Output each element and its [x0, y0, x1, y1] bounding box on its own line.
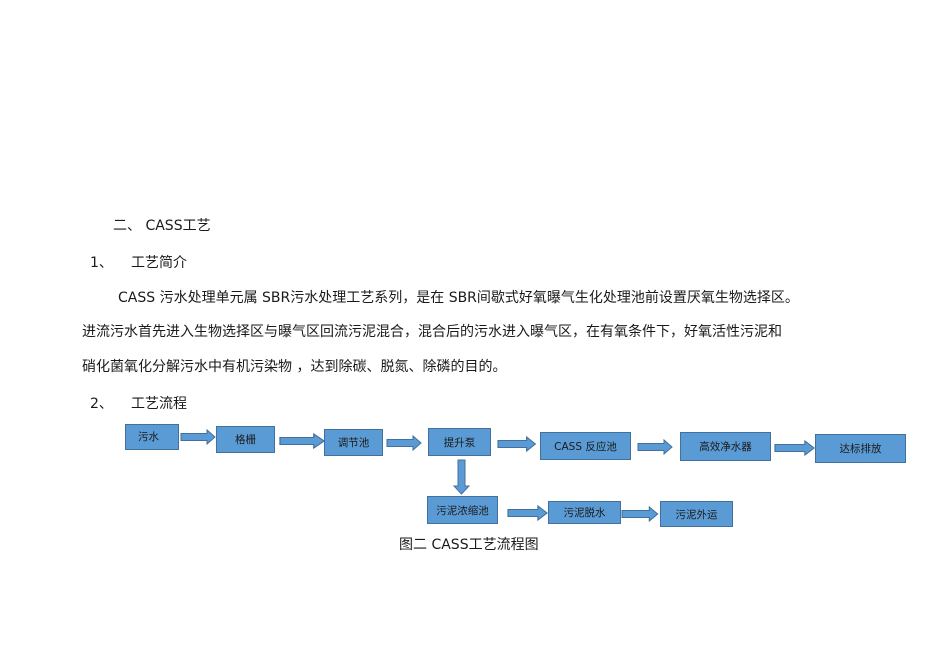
- node-label: 格栅: [235, 434, 256, 446]
- arrow-down-icon: [452, 459, 471, 495]
- paragraph-line-1: CASS 污水处理单元属 SBR污水处理工艺系列，是在 SBR间歇式好氧曝气生化…: [118, 290, 799, 306]
- figure-caption: 图二 CASS工艺流程图: [399, 537, 539, 553]
- node-label: 污泥浓缩池: [436, 504, 489, 517]
- node-label: 污泥脱水: [563, 507, 606, 519]
- section-heading: 二、 CASS工艺: [113, 218, 211, 234]
- arrow-right-icon: [279, 433, 325, 449]
- flow-node-sewage: 污水: [125, 424, 179, 450]
- flow-node-discharge: 达标排放: [815, 434, 906, 463]
- arrow-right-icon: [180, 429, 216, 445]
- flow-node-efficient-purifier: 高效净水器: [680, 432, 771, 461]
- subsection-2-number: 2、: [90, 396, 113, 412]
- arrow-right-icon: [774, 440, 815, 456]
- node-label: 提升泵: [443, 436, 476, 449]
- node-label: 高效净水器: [699, 441, 752, 453]
- arrow-right-icon: [497, 436, 536, 452]
- flow-node-sludge-thickener: 污泥浓缩池: [427, 496, 498, 524]
- subsection-1-number: 1、: [90, 255, 113, 271]
- paragraph-line-3: 硝化菌氧化分解污水中有机污染物 ，达到除碳、脱氮、除磷的目的。: [82, 359, 507, 375]
- node-label: 污泥外运: [675, 508, 718, 521]
- arrow-right-icon: [637, 439, 673, 455]
- node-label: CASS 反应池: [554, 440, 617, 453]
- node-label: 调节池: [337, 437, 370, 449]
- arrow-right-icon: [507, 505, 548, 521]
- flow-node-cass-reactor: CASS 反应池: [540, 432, 631, 460]
- subsection-2-title: 工艺流程: [131, 396, 187, 412]
- flow-node-lift-pump: 提升泵: [428, 428, 491, 456]
- subsection-1-title: 工艺简介: [131, 255, 187, 271]
- flow-node-sludge-dewatering: 污泥脱水: [548, 501, 621, 524]
- paragraph-line-2: 进流污水首先进入生物选择区与曝气区回流污泥混合，混合后的污水进入曝气区，在有氧条…: [82, 324, 782, 340]
- flow-node-regulating-tank: 调节池: [324, 429, 383, 456]
- node-label: 污水: [138, 431, 159, 443]
- node-label: 达标排放: [839, 443, 882, 455]
- flow-node-sludge-transport: 污泥外运: [660, 501, 733, 527]
- flow-node-grille: 格栅: [216, 426, 275, 453]
- arrow-right-icon: [621, 506, 659, 522]
- arrow-right-icon: [386, 435, 422, 451]
